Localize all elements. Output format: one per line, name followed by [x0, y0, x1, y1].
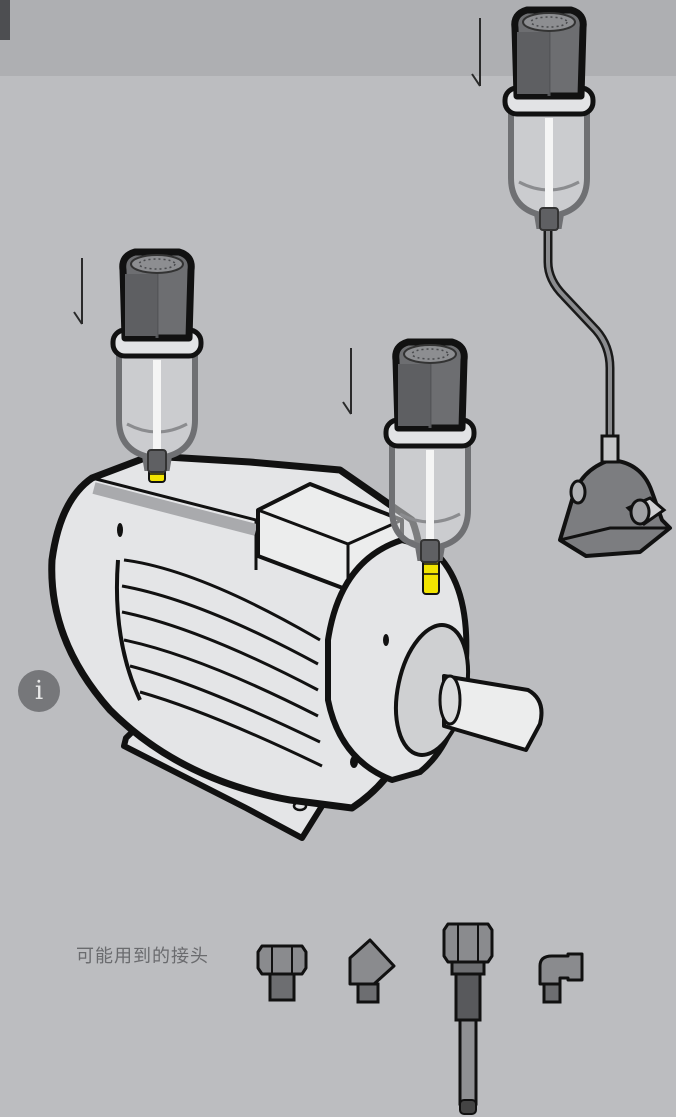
- lubricator-left: [113, 252, 201, 472]
- arrow-middle: [342, 348, 352, 415]
- fittings-caption: 可能用到的接头: [76, 946, 209, 967]
- info-icon: i: [34, 676, 44, 706]
- bearing-block: [558, 434, 672, 558]
- corner-tab: [0, 0, 10, 40]
- arrow-remote: [471, 18, 481, 87]
- fitting-extension: [442, 922, 494, 1115]
- fitting-elbow: [538, 952, 584, 1004]
- lubricator-middle: [386, 342, 474, 562]
- lubricator-remote: [505, 10, 593, 230]
- info-button[interactable]: i: [18, 670, 60, 712]
- fitting-angled: [348, 938, 396, 1004]
- fitting-straight: [256, 944, 308, 1002]
- lubrication-tube: [543, 207, 615, 443]
- electric-motor: [48, 452, 544, 841]
- arrow-left: [73, 258, 83, 325]
